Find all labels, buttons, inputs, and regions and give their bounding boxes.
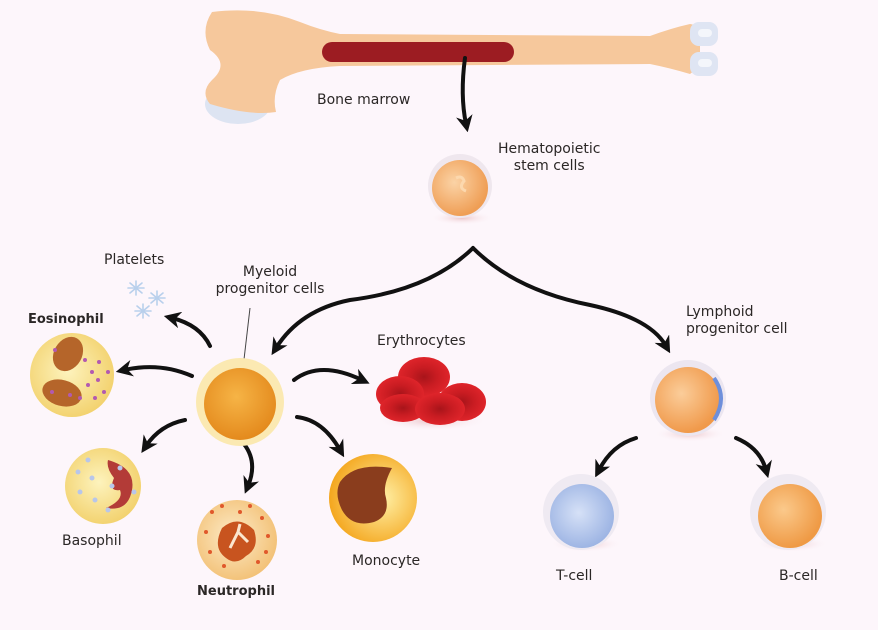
myeloid-progenitor-cell [196, 358, 284, 446]
label-myeloid-progenitor-cells: Myeloid progenitor cells [200, 264, 340, 298]
label-line: progenitor cell [686, 321, 788, 337]
label-neutrophil: Neutrophil [197, 584, 275, 599]
label-line: Lymphoid [686, 304, 754, 320]
neutrophil-granules [204, 504, 270, 568]
eosinophil-cell [30, 333, 114, 417]
myeloid-pointer-line [242, 307, 251, 369]
arrow-lymphoid-to-tcell [595, 436, 638, 478]
hematopoietic-stem-cell [428, 154, 494, 225]
cell-body [432, 160, 488, 216]
label-b-cell: B-cell [779, 568, 818, 584]
label-line: Myeloid [242, 264, 298, 280]
bone-marrow-region [322, 42, 514, 62]
cell-nucleus-mark [455, 175, 467, 193]
arrow-myeloid-to-platelets [163, 311, 212, 348]
monocyte-cell [329, 454, 417, 542]
arrow-myeloid-to-basophil [141, 418, 187, 453]
platelets-illustration [127, 280, 166, 319]
basophil-granules [75, 457, 137, 513]
label-t-cell: T-cell [556, 568, 593, 584]
arrows [115, 56, 772, 494]
label-lymphoid-progenitor-cell: Lymphoid progenitor cell [686, 304, 788, 338]
arrow-hsc-to-myeloid [271, 246, 475, 356]
label-platelets: Platelets [104, 252, 165, 268]
erythrocytes-cluster [376, 357, 488, 431]
label-line: progenitor cells [215, 281, 325, 297]
label-line: Hematopoietic [498, 141, 601, 157]
arrow-myeloid-to-monocyte [295, 415, 345, 458]
neutrophil-cell [197, 500, 277, 580]
cartilage-highlight [698, 29, 712, 37]
cell-blue-rim [712, 376, 723, 422]
lymphoid-progenitor-cell [650, 360, 726, 442]
label-basophil: Basophil [62, 533, 122, 549]
label-monocyte: Monocyte [352, 553, 421, 569]
eosinophil-granules [50, 348, 110, 400]
arrow-myeloid-to-erythrocytes [292, 368, 370, 384]
arrow-myeloid-to-neutrophil [242, 442, 259, 494]
platelet [148, 290, 166, 306]
cartilage-highlight [698, 59, 712, 67]
platelet [127, 280, 145, 296]
arrow-lymphoid-to-bcell [734, 436, 772, 479]
erythrocyte [380, 394, 426, 422]
arrow-hsc-to-lymphoid [471, 246, 671, 354]
erythrocyte [415, 393, 465, 425]
basophil-cell [65, 448, 141, 524]
label-erythrocytes: Erythrocytes [377, 333, 466, 349]
label-hematopoietic-stem-cells: Hematopoietic stem cells [498, 141, 600, 175]
platelet [134, 303, 152, 319]
arrow-myeloid-to-eosinophil [115, 359, 194, 378]
label-eosinophil: Eosinophil [28, 312, 104, 327]
arrow-marrow-to-hsc [456, 56, 473, 133]
label-bone-marrow: Bone marrow [317, 92, 411, 108]
t-cell [543, 474, 622, 552]
label-line: stem cells [513, 158, 585, 174]
b-cell [750, 474, 828, 552]
